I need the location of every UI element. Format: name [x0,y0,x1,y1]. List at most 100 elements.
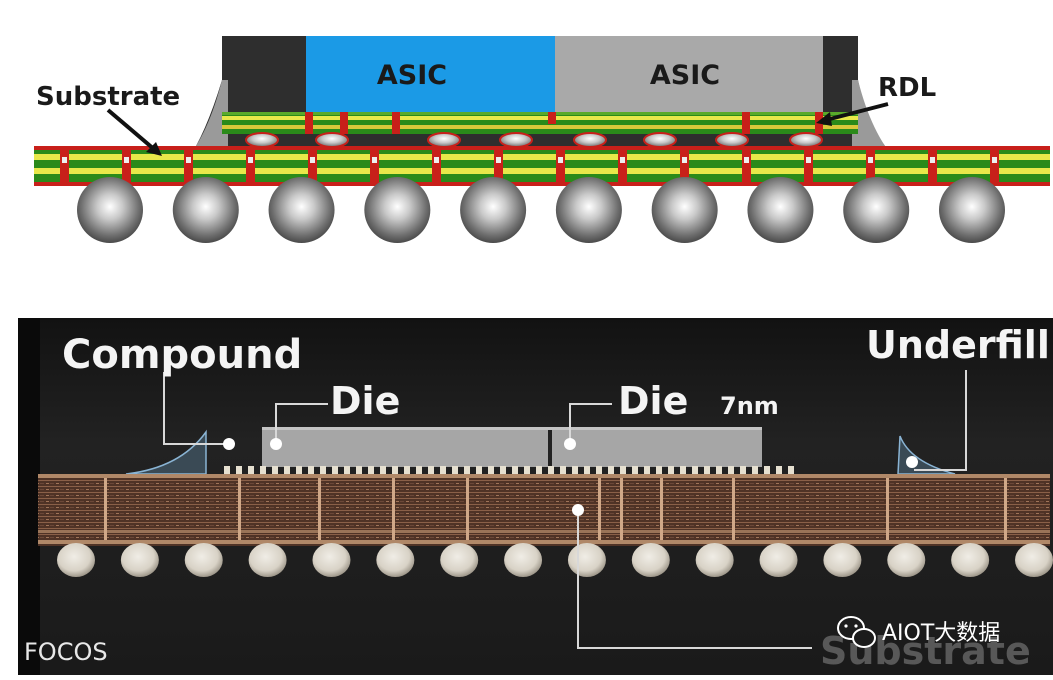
photo-bump [368,466,374,474]
photo-bump [572,466,578,474]
rdl-arrowhead [816,112,832,126]
photo-bump [680,466,686,474]
solder-ball [555,177,622,243]
solder-ball [651,177,718,243]
photo-bump [488,466,494,474]
photo-bump [776,466,782,474]
solder-balls-top [77,177,1005,243]
substrate-label-top: Substrate [36,82,180,112]
photo-bump [440,466,446,474]
photo-bump [512,466,518,474]
photo-bump [272,466,278,474]
asic-die-left-label: ASIC [377,60,447,91]
micro-bump [245,132,279,148]
mold-fillet-left [196,80,228,146]
photo-bump [596,466,602,474]
asic-die-right-label: ASIC [650,60,720,91]
rdl-layer [222,112,858,134]
photo-bump [500,466,506,474]
asic-die-left [306,36,555,112]
photo-solder-ball [823,543,862,577]
die-right [552,427,762,467]
photo-bump [284,466,290,474]
photo-bump [224,466,230,474]
photo-solder-ball [887,543,926,577]
rdl-arrow [825,102,889,122]
photo-bump [392,466,398,474]
solder-balls-photo [57,543,1053,577]
photo-solder-ball [184,543,223,577]
photo-bump [248,466,254,474]
solder-ball [172,177,239,243]
photo-solder-ball [631,543,670,577]
photo-bump [692,466,698,474]
photo-bump [356,466,362,474]
photo-bump [560,466,566,474]
micro-bump [427,132,461,148]
bottom-cross-section-photo: Compound Die Die 7nm Underfill Substrate… [18,318,1053,675]
focos-brand: FOCOS [24,638,108,666]
photo-solder-ball [57,543,95,577]
photo-bump [476,466,482,474]
photo-bump [452,466,458,474]
photo-bump [332,466,338,474]
photo-bump [620,466,626,474]
photo-solder-ball [120,543,159,577]
photo-solder-ball [951,543,990,577]
photo-bump [344,466,350,474]
watermark-label: AIOT大数据 [882,621,1000,646]
photo-solder-ball [695,543,734,577]
photo-bump [236,466,242,474]
top-package-diagram: ASIC ASIC Substrate [34,36,1050,243]
asic-die-right [555,36,823,112]
solder-ball [843,177,910,243]
photo-bump [740,466,746,474]
photo-bump [308,466,314,474]
micro-bump [715,132,749,148]
photo-bump [728,466,734,474]
photo-bump [716,466,722,474]
solder-ball [77,177,143,243]
node-label: 7nm [720,392,779,420]
compound-label: Compound [62,332,302,378]
photo-bump [416,466,422,474]
photo-bump [764,466,770,474]
underfill-label: Underfill [866,323,1050,367]
photo-bump [320,466,326,474]
mold-fillet-right [852,80,885,146]
substrate-arrow [106,108,157,152]
photo-bump [428,466,434,474]
photo-bump [380,466,386,474]
solder-ball [939,177,1005,243]
photo-bump [584,466,590,474]
die-right-label: Die [618,379,688,423]
photo-bump [608,466,614,474]
photo-micro-bumps [224,466,794,474]
photo-solder-ball [567,543,606,577]
micro-bump [643,132,677,148]
die-left-label: Die [330,379,400,423]
solder-ball [268,177,335,243]
substrate-arrowhead [146,142,162,156]
photo-bump [632,466,638,474]
photo-bump [668,466,674,474]
photo-bump [296,466,302,474]
solder-ball [747,177,814,243]
photo-solder-ball [759,543,798,577]
photo-solder-ball [312,543,351,577]
photo-solder-ball [1015,543,1053,577]
photo-bump [656,466,662,474]
photo-bump [524,466,530,474]
photo-bump [464,466,470,474]
photo-solder-ball [376,543,415,577]
photo-bump [644,466,650,474]
photo-solder-ball [504,543,543,577]
annotation-dots [223,438,918,516]
photo-substrate [38,474,1050,546]
annotation-lines [163,370,967,649]
micro-bump [789,132,823,148]
rdl-label: RDL [878,73,936,103]
micro-bump [315,132,349,148]
photo-bump [704,466,710,474]
